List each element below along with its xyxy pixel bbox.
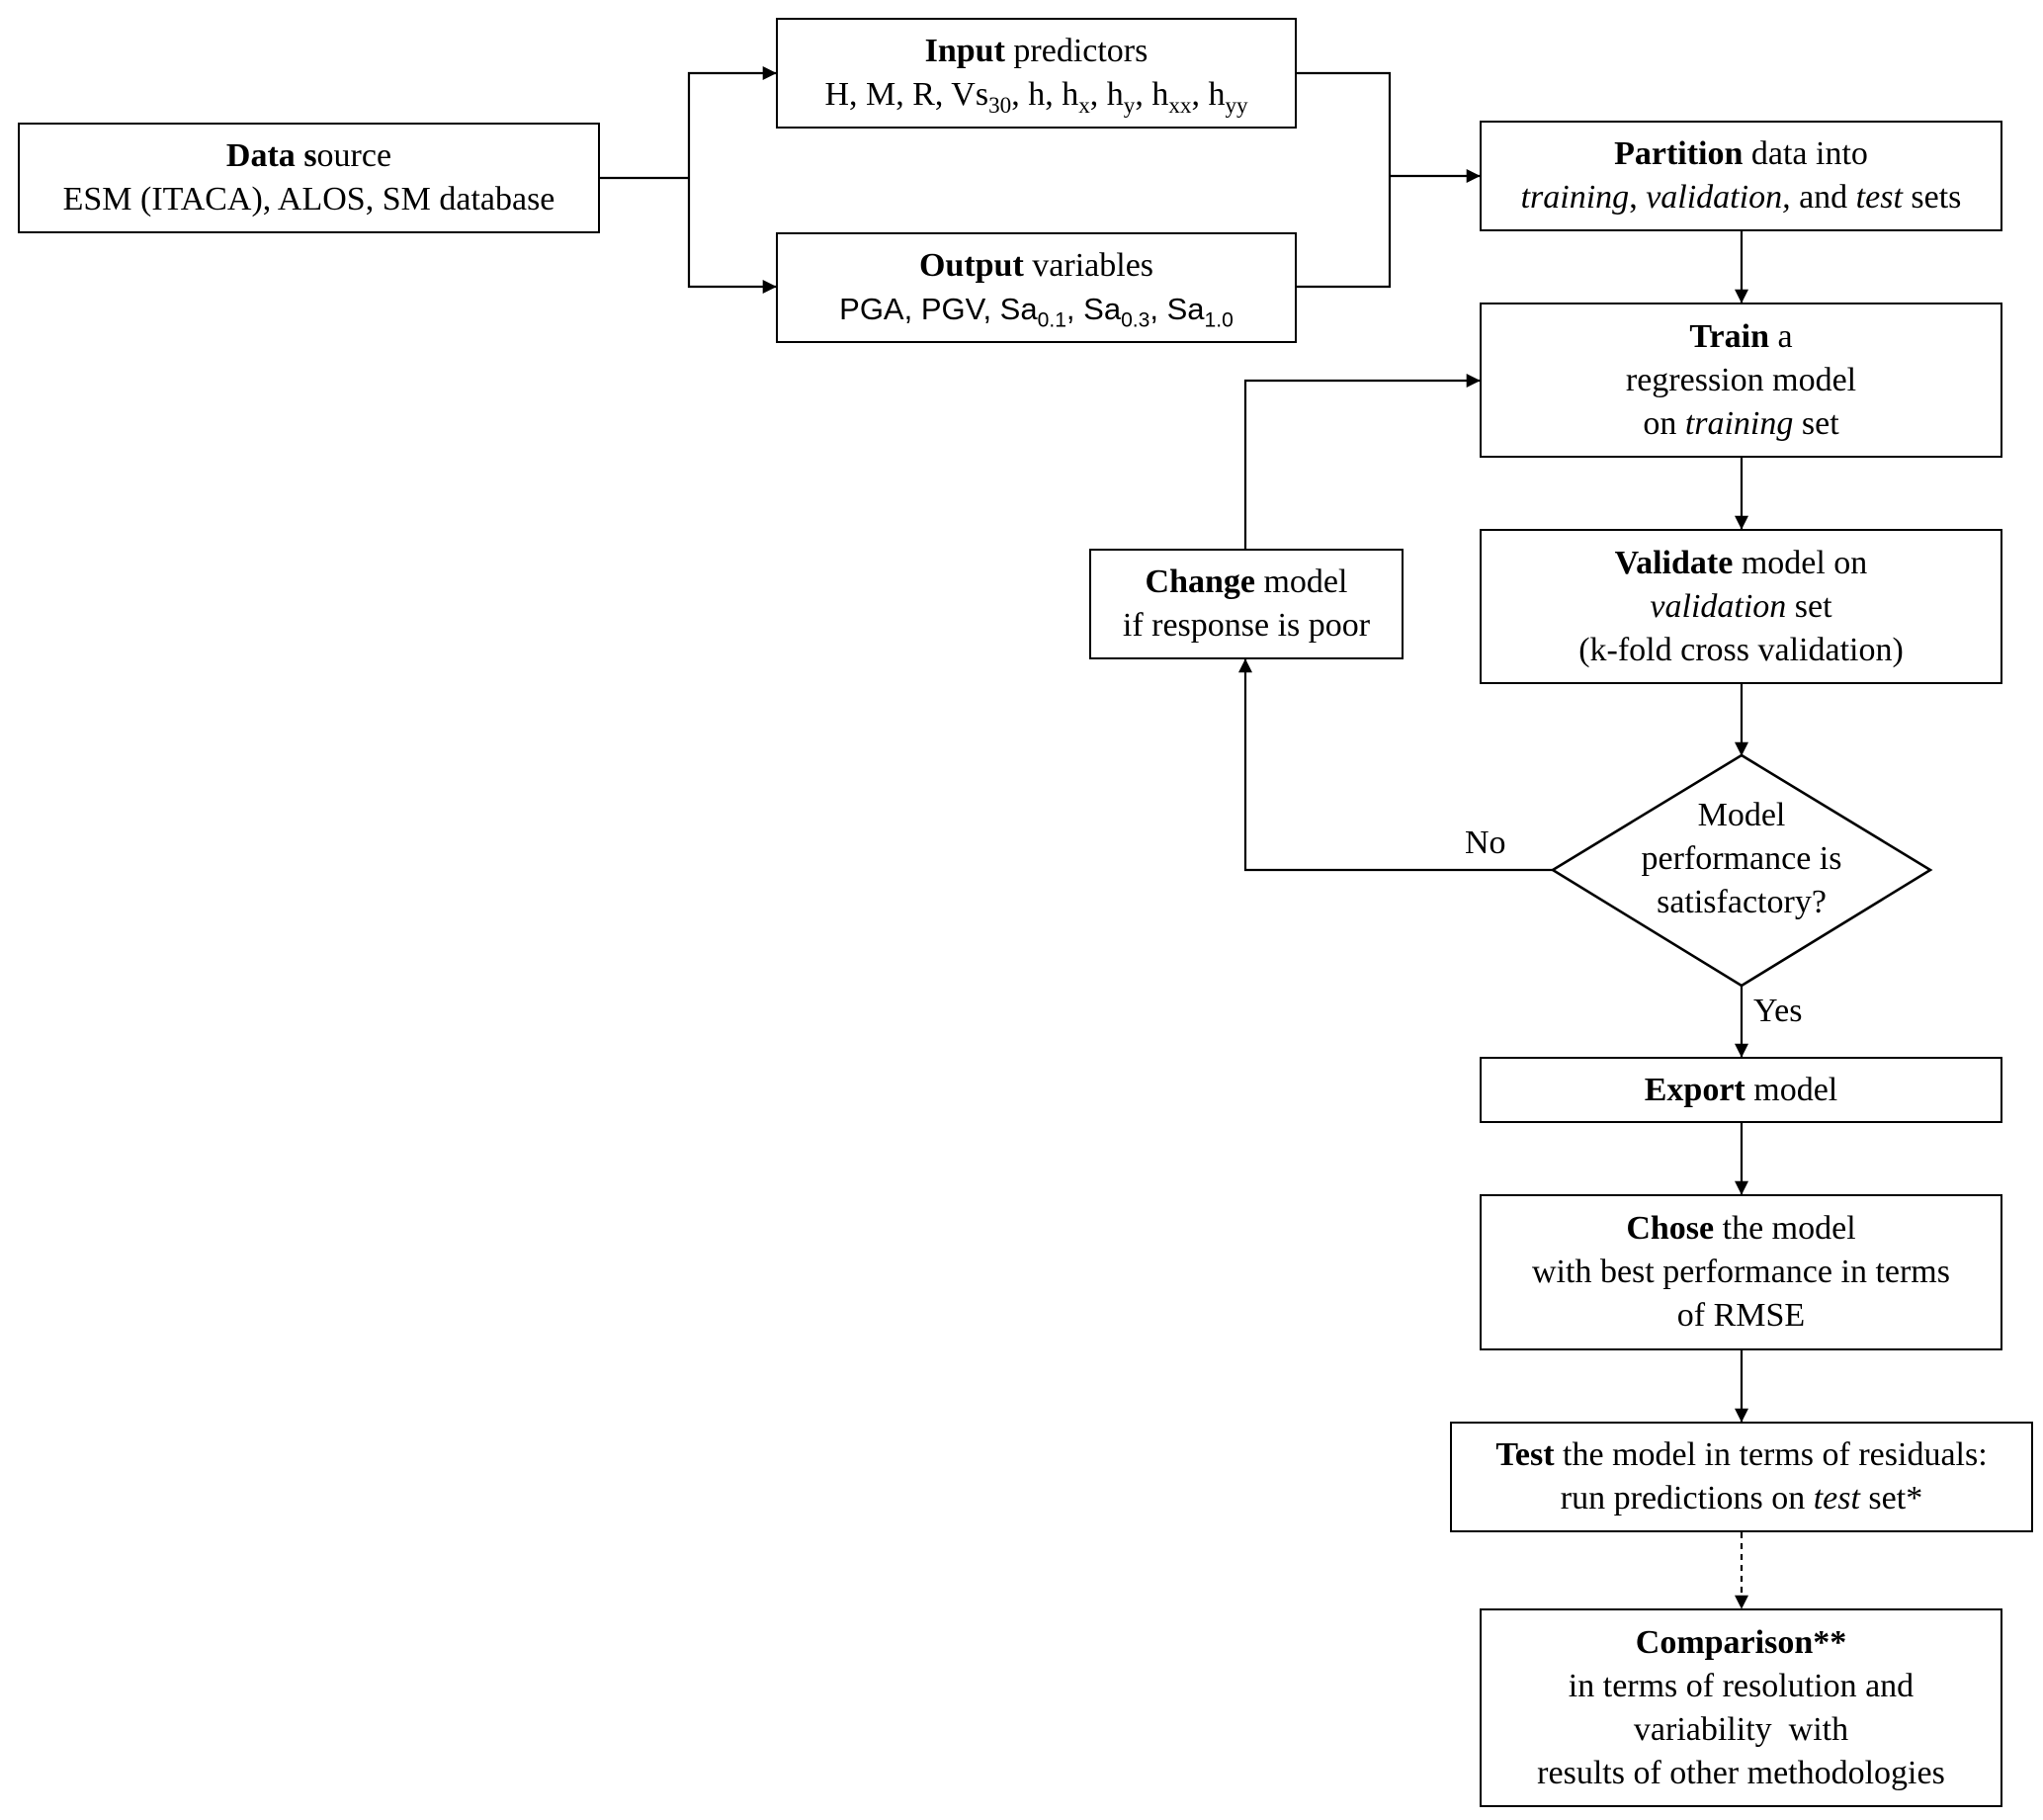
input-title-bold: Input [924, 33, 1005, 69]
output-variables-box: Output variables PGA, PGV, Sa0.1, Sa0.3,… [776, 232, 1297, 343]
input-title-rest: predictors [1004, 33, 1149, 69]
test-title-rest: the model in terms of residuals: [1554, 1436, 1988, 1473]
label-yes: Yes [1753, 993, 1803, 1029]
train-box: Train a regression model on training set [1480, 303, 2002, 458]
data-source-list: ESM (ITACA), ALOS, SM database [62, 181, 555, 217]
comparison-line4: results of other methodologies [1537, 1754, 1945, 1791]
validate-title-bold: Validate [1614, 544, 1734, 581]
change-title-bold: Change [1145, 563, 1255, 600]
partition-title-bold: Partition [1614, 135, 1744, 172]
export-title-bold: Export [1644, 1071, 1745, 1108]
partition-box: Partition data into training, validation… [1480, 121, 2002, 231]
data-source-title-bold2: s [303, 137, 317, 174]
arrow-to-input [687, 66, 777, 178]
train-title-rest: a [1769, 317, 1793, 355]
data-source-box: Data source ESM (ITACA), ALOS, SM databa… [18, 123, 600, 233]
train-line3: on training set [1643, 404, 1839, 442]
test-box: Test the model in terms of residuals: ru… [1450, 1422, 2033, 1532]
arrow-to-output [687, 178, 777, 294]
export-title-rest: model [1745, 1071, 1838, 1108]
decision-diamond [1550, 753, 1933, 988]
chose-line3: of RMSE [1676, 1297, 1806, 1334]
partition-sets: training, validation, and test sets [1520, 179, 1962, 216]
chose-title-rest: the model [1714, 1210, 1856, 1247]
change-title-rest: model [1254, 563, 1348, 600]
decision-line1: Model [1697, 797, 1786, 833]
partition-title-rest: data into [1743, 135, 1868, 172]
output-title-rest: variables [1023, 247, 1154, 284]
chose-box: Chose the model with best performance in… [1480, 1194, 2002, 1350]
test-line2: run predictions on test set* [1560, 1480, 1923, 1517]
output-variables: PGA, PGV, Sa0.1, Sa0.3, Sa1.0 [839, 292, 1234, 332]
validate-title-rest: model on [1733, 544, 1868, 581]
connector-input-merge [1297, 71, 1392, 289]
train-title-bold: Train [1689, 317, 1769, 355]
train-line2: regression model [1625, 361, 1857, 398]
comparison-line3: variability with [1633, 1710, 1849, 1748]
chose-line2: with best performance in terms [1532, 1254, 1950, 1290]
test-title-bold: Test [1495, 1436, 1555, 1473]
validate-line3: (k-fold cross validation) [1578, 631, 1904, 668]
comparison-title-bold: Comparison** [1635, 1623, 1847, 1661]
input-predictors-box: Input predictors H, M, R, Vs30, h, hx, h… [776, 18, 1297, 129]
data-source-title-bold: Data [225, 137, 296, 174]
decision-line2: performance is [1641, 840, 1842, 877]
change-model-box: Change model if response is poor [1089, 549, 1404, 659]
change-line2: if response is poor [1122, 607, 1371, 644]
data-source-title-rest: ource [316, 137, 392, 174]
output-title-bold: Output [918, 247, 1024, 284]
validate-box: Validate model on validation set (k-fold… [1480, 529, 2002, 684]
comparison-line2: in terms of resolution and [1568, 1667, 1915, 1704]
decision-text: Model performance is satisfactory? [1581, 794, 1902, 924]
label-no: No [1465, 824, 1506, 861]
chose-title-bold: Chose [1626, 1210, 1715, 1247]
comparison-box: Comparison** in terms of resolution and … [1480, 1608, 2002, 1807]
decision-line3: satisfactory? [1657, 884, 1827, 920]
input-variables: H, M, R, Vs30, h, hx, hy, hxx, hyy [824, 76, 1248, 120]
export-box: Export model [1480, 1057, 2002, 1123]
arrow-decision-no [1238, 658, 1553, 872]
arrow-change-to-train [1243, 374, 1481, 549]
validate-line2: validation set [1650, 587, 1832, 625]
